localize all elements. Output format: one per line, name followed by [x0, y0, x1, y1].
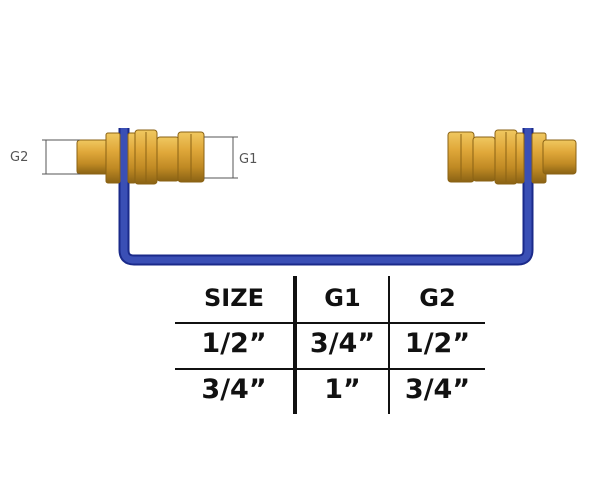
mounting-bracket-face: [120, 128, 532, 264]
row1-g2: 1/2”: [404, 328, 471, 359]
g2-dimension: [42, 139, 80, 175]
header-g2: G2: [419, 284, 456, 312]
row2-g2: 3/4”: [404, 374, 471, 405]
header-g1: G1: [324, 284, 361, 312]
right-fitting: [447, 129, 577, 185]
row1-size: 1/2”: [201, 328, 267, 359]
table-rule-1: [175, 322, 485, 324]
g1-dimension: [204, 136, 238, 179]
g2-label: G2: [10, 150, 28, 165]
header-size: SIZE: [203, 284, 264, 312]
g1-label: G1: [239, 152, 257, 167]
left-fitting: [76, 129, 205, 185]
table-divider-1: [293, 276, 297, 414]
row2-size: 3/4”: [201, 374, 267, 405]
row1-g1: 3/4”: [309, 328, 376, 359]
row2-g1: 1”: [324, 374, 361, 405]
table-rule-2: [175, 368, 485, 370]
table-divider-2: [388, 276, 390, 414]
